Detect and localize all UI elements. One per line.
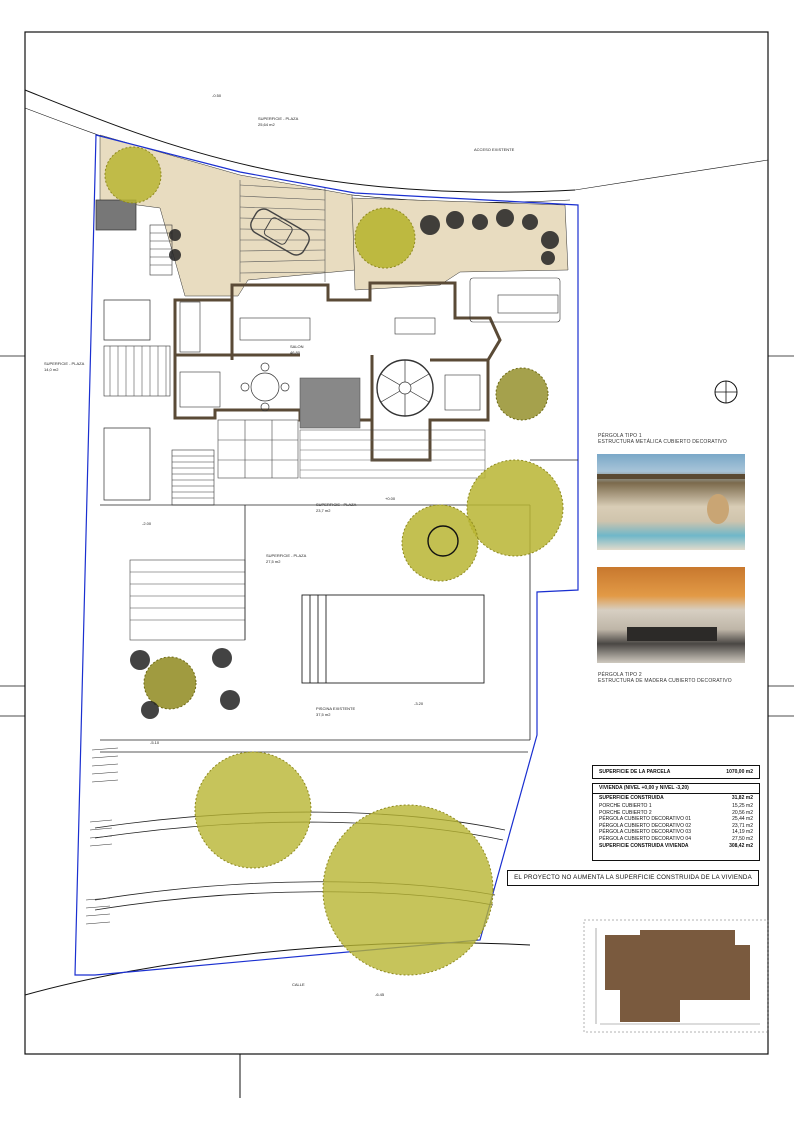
street-label: CALLE [292, 982, 305, 987]
terrace-south-value: 23,7 m2 [316, 508, 331, 513]
access-label: ACCESO EXISTENTE [474, 147, 515, 152]
photo-pergola-2 [597, 567, 745, 663]
tree-north-west [104, 146, 162, 204]
svg-text:-3.20: -3.20 [414, 701, 424, 706]
dining-table-icon [240, 362, 290, 412]
tree-lower-left [143, 656, 197, 710]
svg-text:-6.45: -6.45 [375, 992, 385, 997]
tree-south-a [466, 459, 564, 557]
tree-lower-a [194, 751, 312, 869]
surface-row: PÉRGOLA CUBIERTO DECORATIVO 03 14,19 m2 [593, 829, 759, 836]
housing-surface-box: VIVIENDA (NIVEL +0,00 y NIVEL -3,20) SUP… [592, 783, 760, 861]
pergola-west [103, 345, 171, 397]
garage-area-value: 25,64 m2 [258, 122, 275, 127]
surface-row: PÉRGOLA CUBIERTO DECORATIVO 01 25,44 m2 [593, 816, 759, 823]
housing-label: VIVIENDA (NIVEL +0,00 y NIVEL -3,20) [599, 785, 689, 791]
parcel-boundary [74, 134, 579, 976]
car-icon [250, 208, 310, 256]
photo-pergola-1 [597, 454, 745, 550]
parcel-surface-label: SUPERFICIE DE LA PARCELA [599, 769, 671, 775]
terrace-west-value: 14,0 m2 [44, 367, 59, 372]
surface-row-value: 23,71 m2 [732, 822, 753, 829]
terrace-low-value: 27,5 m2 [266, 559, 281, 564]
svg-text:+0.00: +0.00 [385, 496, 396, 501]
street-edge [24, 89, 576, 193]
north-arrow-icon [714, 380, 738, 404]
svg-text:-0.50: -0.50 [212, 93, 222, 98]
terrace-west-label: SUPERFICIE - PLAZA [44, 361, 85, 366]
tree-lower-b [322, 804, 494, 976]
surface-row: PORCHE CUBIERTO 1 15,25 m2 [593, 803, 759, 810]
tree-garden [354, 207, 416, 269]
photo-caption-2: PÉRGOLA TIPO 2 ESTRUCTURA DE MADERA CUBI… [598, 672, 732, 684]
surface-row-value: 25,44 m2 [732, 816, 753, 822]
surface-row-label: PÉRGOLA CUBIERTO DECORATIVO 01 [599, 816, 691, 822]
house-walls [173, 281, 502, 462]
pool-label: PISCINA EXISTENTE [316, 706, 355, 711]
pool [301, 594, 485, 684]
key-plan-footprint [605, 930, 750, 1022]
surface-row-value: 15,25 m2 [732, 803, 753, 809]
project-notice: EL PROYECTO NO AUMENTA LA SUPERFICIE CON… [507, 870, 759, 886]
tree-south-b [401, 504, 479, 582]
surface-row-label: PORCHE CUBIERTO 1 [599, 803, 652, 809]
svg-text:-2.00: -2.00 [142, 521, 152, 526]
parcel-surface-box: SUPERFICIE DE LA PARCELA 1070,00 m2 [592, 765, 760, 779]
surface-row-label: PÉRGOLA CUBIERTO DECORATIVO 04 [599, 835, 691, 842]
pergola-center [217, 419, 299, 479]
surface-row: PÉRGOLA CUBIERTO DECORATIVO 04 27,50 m2 [593, 836, 759, 843]
sheet-frame [24, 31, 769, 1055]
surface-row-label: PÉRGOLA CUBIERTO DECORATIVO 03 [599, 829, 691, 835]
built-label: SUPERFICIE CONSTRUIDA [599, 795, 664, 801]
surface-row-label: PÉRGOLA CUBIERTO DECORATIVO 02 [599, 822, 691, 829]
parking-area [239, 180, 326, 282]
garage-area-label: SUPERFICIE - PLAZA [258, 116, 299, 121]
parcel-surface-value: 1070,00 m2 [726, 769, 753, 775]
total-label: SUPERFICIE CONSTRUIDA VIVIENDA [599, 843, 689, 849]
photo-caption-1: PÉRGOLA TIPO 1 ESTRUCTURA METÁLICA CUBIE… [598, 433, 727, 445]
pool-value: 37,5 m2 [316, 712, 331, 717]
total-value: 308,42 m2 [729, 843, 753, 849]
built-value: 31,82 m2 [731, 795, 753, 801]
terrace-south-label: SUPERFICIE - PLAZA [316, 502, 357, 507]
surface-row-value: 27,50 m2 [732, 835, 753, 842]
surface-row-value: 14,19 m2 [732, 829, 753, 835]
surface-row-label: PORCHE CUBIERTO 2 [599, 809, 652, 816]
surface-row-value: 20,56 m2 [732, 809, 753, 816]
tree-east [495, 367, 549, 421]
lower-pergola [129, 559, 246, 641]
living-value: 46,80 [290, 350, 301, 355]
living-label: SALON [290, 344, 304, 349]
trees [104, 146, 564, 976]
surface-row: PORCHE CUBIERTO 2 20,56 m2 [593, 810, 759, 817]
key-plan [583, 919, 769, 1033]
terrace-slats [299, 429, 486, 479]
surface-row: PÉRGOLA CUBIERTO DECORATIVO 02 23,71 m2 [593, 823, 759, 830]
spiral-stair-icon [376, 359, 434, 417]
terrace-low-label: SUPERFICIE - PLAZA [266, 553, 307, 558]
svg-text:-5.10: -5.10 [150, 740, 160, 745]
